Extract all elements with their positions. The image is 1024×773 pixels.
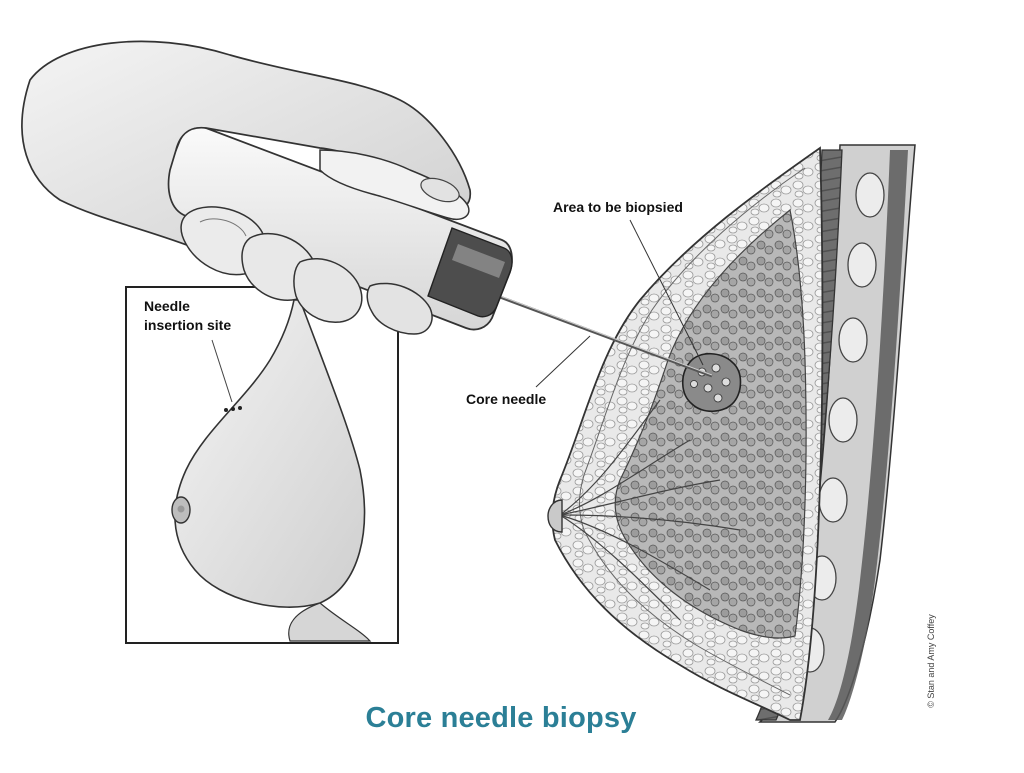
- label-area-to-be-biopsied: Area to be biopsied: [553, 199, 683, 215]
- label-needle-insertion-site-line1: Needle: [144, 298, 190, 314]
- biopsy-target-mass: [681, 352, 742, 413]
- label-core-needle: Core needle: [466, 391, 547, 407]
- label-needle-insertion-site: Needle insertion site: [144, 297, 284, 335]
- leader-line-area: [629, 219, 704, 366]
- diagram-caption: Core needle biopsy: [365, 702, 637, 734]
- leader-line-core: [535, 335, 591, 388]
- hand: [21, 40, 472, 335]
- breast-cross-section: [547, 144, 916, 723]
- label-needle-insertion-site-line2: insertion site: [144, 317, 232, 333]
- biopsy-device: [160, 125, 513, 331]
- core-needle-shaft: [499, 295, 713, 378]
- insertion-marks: [224, 406, 242, 412]
- insertion-site-inset: [125, 286, 399, 644]
- artist-credit: © Stan and Amy Coffey: [926, 614, 936, 708]
- milk-ducts: [559, 399, 741, 621]
